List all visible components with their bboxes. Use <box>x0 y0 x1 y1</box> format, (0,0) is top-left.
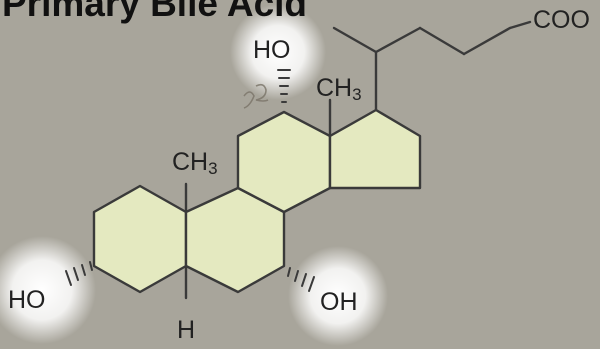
carboxylate-label: COO <box>533 6 590 34</box>
c19-methyl-label: CH3 <box>172 148 218 179</box>
hashed-bond-c3-hydroxyl <box>65 261 93 286</box>
hashed-bond-c7-hydroxyl <box>287 267 315 292</box>
c7-hydroxyl-label: OH <box>320 288 358 316</box>
ring-a <box>92 184 188 294</box>
bond-c23-c24 <box>462 26 512 56</box>
bond-c20-c21 <box>332 26 378 54</box>
bond-c22-c23 <box>418 26 466 56</box>
bond-c20-c22 <box>374 26 422 54</box>
glow-c12-hydroxyl <box>230 4 326 100</box>
c18-methyl-label: CH3 <box>316 74 362 105</box>
glow-c7-hydroxyl <box>288 246 388 346</box>
hashed-bond-c12-hydroxyl <box>277 69 291 103</box>
glow-c3-hydroxyl <box>0 236 96 344</box>
c5-hydrogen-label: H <box>177 316 196 344</box>
page-title: Primary Bile Acid <box>2 0 308 24</box>
methyl-subscript: 3 <box>208 159 218 178</box>
handwritten-annotation <box>243 83 269 109</box>
ring-d <box>328 108 422 190</box>
bond-c24-carboxylate <box>508 20 532 30</box>
c3-hydroxyl-label: HO <box>8 286 46 314</box>
methyl-text: CH <box>172 148 209 176</box>
methyl-subscript: 3 <box>352 85 362 104</box>
methyl-text: CH <box>316 74 353 102</box>
c12-hydroxyl-label: HO <box>253 36 291 64</box>
